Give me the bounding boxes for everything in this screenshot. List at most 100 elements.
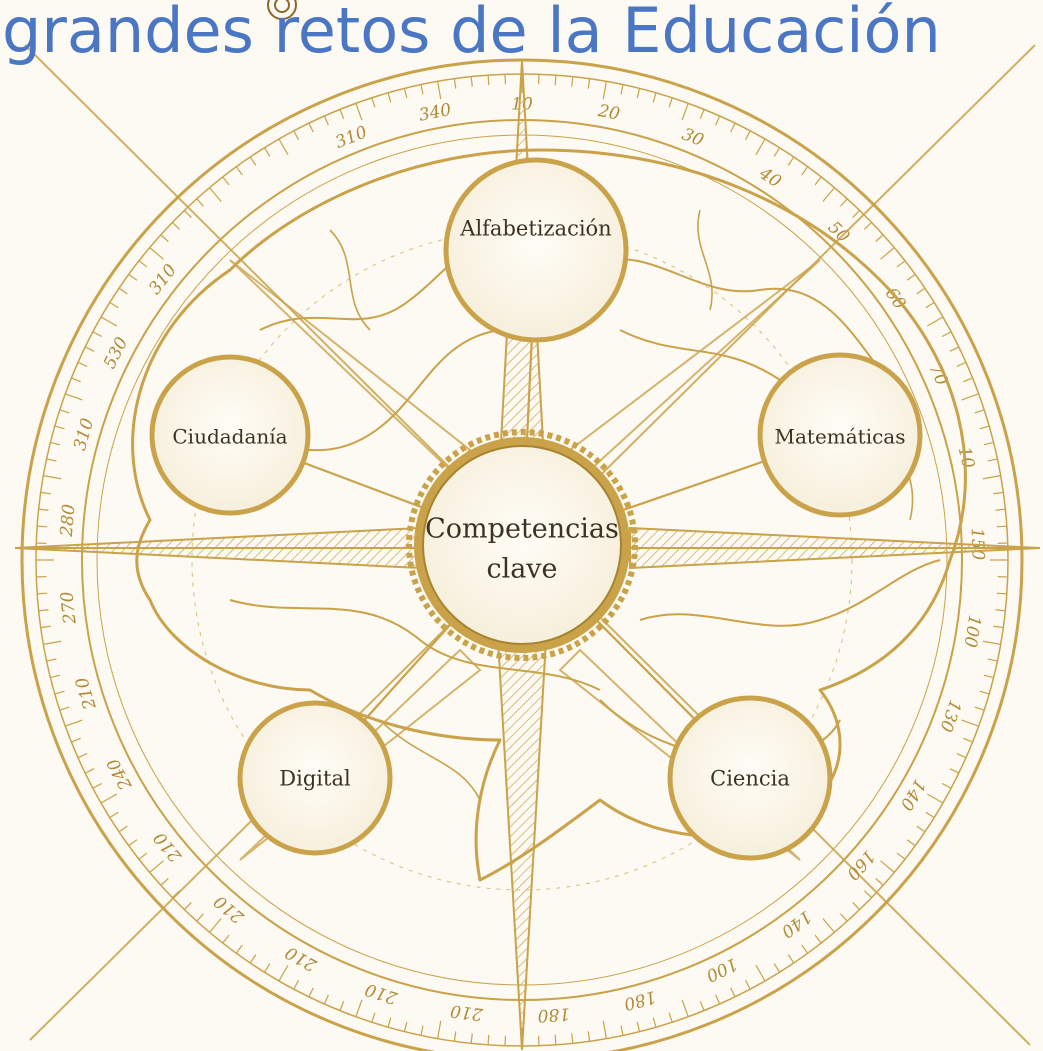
- compass-tick: [37, 592, 48, 595]
- node-ciudadania: Ciudadanía: [149, 354, 311, 516]
- compass-tick: [235, 944, 243, 954]
- compass-tick: [263, 147, 271, 157]
- compass-degree-label: 180: [537, 1003, 571, 1025]
- compass-tick: [963, 737, 973, 743]
- compass-degree-label: 210: [449, 1000, 485, 1024]
- compass-tick: [420, 1025, 424, 1036]
- node-alfabetizacion-label: Alfabetización: [459, 217, 611, 241]
- compass-tick: [840, 198, 848, 207]
- compass-tick: [996, 525, 1007, 528]
- compass-tick: [371, 97, 376, 108]
- compass-tick: [371, 1012, 376, 1023]
- node-digital: Digital: [237, 700, 393, 856]
- compass-tick: [92, 782, 102, 789]
- compass-tick: [249, 954, 257, 964]
- compass-tick: [906, 273, 916, 281]
- compass-tick: [715, 994, 721, 1005]
- compass-tick: [37, 525, 48, 528]
- compass-tick: [138, 852, 148, 860]
- compass-tick: [437, 1020, 442, 1039]
- compass-tick: [160, 878, 169, 886]
- compass-tick: [403, 88, 408, 99]
- compass-tick: [40, 625, 51, 629]
- node-ciencia: Ciencia: [667, 695, 833, 861]
- compass-tick: [744, 130, 751, 140]
- compass-tick: [403, 1021, 408, 1032]
- compass-tick: [339, 1001, 345, 1011]
- compass-tick: [995, 508, 1006, 511]
- compass-tick: [470, 1033, 473, 1044]
- compass-tick: [46, 658, 57, 662]
- node-ciudadania-label: Ciudadanía: [172, 425, 287, 449]
- compass-tick: [109, 811, 119, 819]
- compass-tick: [996, 592, 1007, 595]
- compass-tick: [128, 273, 138, 281]
- compass-tick: [993, 491, 1004, 495]
- compass-tick: [209, 187, 222, 202]
- node-ciencia-label: Ciencia: [710, 767, 790, 791]
- compass-tick: [109, 301, 119, 309]
- compass-tick: [339, 109, 345, 119]
- compass-tick: [40, 491, 51, 495]
- compass-tick: [196, 913, 204, 922]
- compass-tick: [84, 768, 95, 774]
- compass-tick: [308, 122, 314, 133]
- compass-tick: [323, 115, 329, 126]
- compass-tick: [571, 1033, 574, 1044]
- compass-tick: [715, 115, 721, 126]
- compass-tick: [587, 1031, 591, 1042]
- compass-tick: [50, 441, 61, 446]
- compass-tick: [138, 260, 148, 268]
- top-ornament-icon: [267, 0, 297, 20]
- compass-tick: [636, 88, 641, 99]
- compass-tick: [323, 994, 329, 1005]
- compass-tick: [956, 361, 967, 367]
- compass-tick: [974, 409, 985, 414]
- compass-tick: [222, 934, 230, 944]
- compass-tick: [77, 753, 88, 759]
- compass-tick: [38, 508, 49, 511]
- compass-tick: [222, 176, 230, 186]
- compass-tick: [278, 964, 289, 982]
- compass-tick: [587, 78, 591, 89]
- compass-tick: [571, 76, 574, 87]
- compass-tick: [355, 999, 363, 1017]
- compass-tick: [77, 361, 88, 367]
- compass-tick: [983, 674, 994, 679]
- compass-tick: [54, 425, 65, 430]
- compass-tick: [822, 187, 835, 202]
- node-alfabetizacion: Alfabetización: [443, 157, 629, 343]
- compass-tick: [949, 768, 960, 774]
- compass-tick: [92, 331, 102, 338]
- compass-tick: [71, 377, 81, 383]
- compass-tick: [65, 393, 83, 401]
- compass-tick: [773, 963, 781, 973]
- compass-tick: [71, 737, 81, 743]
- compass-tick: [171, 890, 181, 899]
- compass-tick: [293, 130, 300, 140]
- compass-tick: [916, 825, 926, 833]
- compass-tick: [963, 377, 973, 383]
- compass-tick: [926, 316, 944, 327]
- compass-tick: [982, 640, 1001, 645]
- compass-tick: [84, 346, 95, 352]
- compass-tick: [880, 247, 895, 260]
- compass-tick: [453, 78, 457, 89]
- compass-tick: [43, 475, 62, 480]
- compass-tick: [387, 1017, 392, 1028]
- compass-tick: [925, 301, 935, 309]
- compass-tick: [983, 441, 994, 446]
- compass-tick: [183, 901, 192, 911]
- compass-tick: [100, 316, 118, 327]
- compass-tick: [59, 706, 70, 711]
- compass-tick: [801, 944, 809, 954]
- compass-tick: [755, 138, 766, 156]
- node-digital-label: Digital: [279, 767, 351, 791]
- compass-tick: [487, 75, 490, 86]
- compass-tick: [814, 176, 822, 186]
- compass-tick: [46, 458, 57, 462]
- compass-tick: [863, 221, 873, 230]
- compass-tick: [602, 81, 607, 100]
- compass-tick: [470, 76, 473, 87]
